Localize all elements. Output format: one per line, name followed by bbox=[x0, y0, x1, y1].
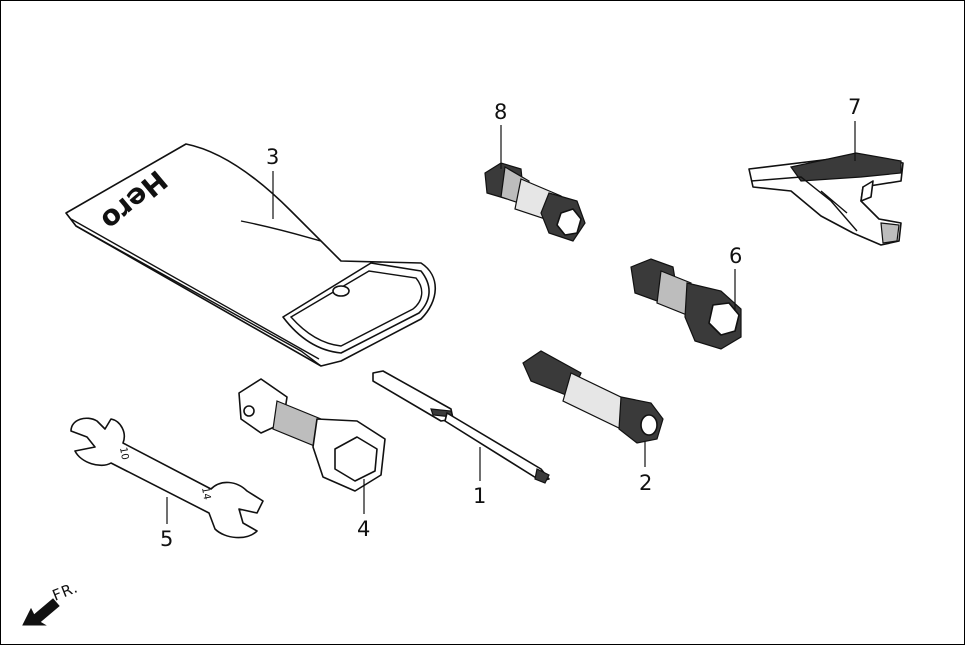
callout-7: 7 bbox=[848, 95, 861, 161]
open-end-wrench-5: 10 14 bbox=[70, 417, 264, 539]
socket-wrench-8 bbox=[484, 162, 586, 242]
callout-label-3: 3 bbox=[266, 145, 279, 169]
callout-5: 5 bbox=[160, 497, 173, 551]
callout-8: 8 bbox=[494, 100, 507, 169]
callout-2: 2 bbox=[639, 441, 652, 495]
callout-4: 4 bbox=[357, 479, 370, 541]
callout-label-4: 4 bbox=[357, 517, 370, 541]
wrench-size-large: 14 bbox=[199, 486, 212, 500]
callout-label-5: 5 bbox=[160, 527, 173, 551]
tool-bag: Hero bbox=[65, 143, 436, 367]
front-direction-indicator: FR. bbox=[22, 578, 81, 626]
callout-label-7: 7 bbox=[848, 95, 861, 119]
callout-label-8: 8 bbox=[494, 100, 507, 124]
callout-3: 3 bbox=[266, 145, 279, 219]
callout-label-2: 2 bbox=[639, 471, 652, 495]
screwdriver-1 bbox=[372, 370, 550, 484]
direction-label: FR. bbox=[50, 578, 81, 605]
handle-2 bbox=[522, 350, 664, 444]
pliers-7 bbox=[748, 152, 904, 246]
callout-label-1: 1 bbox=[473, 484, 486, 508]
callout-label-6: 6 bbox=[729, 244, 742, 268]
callout-1: 1 bbox=[473, 447, 486, 508]
wrench-size-small: 10 bbox=[117, 446, 130, 460]
box-spanner-4 bbox=[238, 378, 386, 492]
socket-wrench-6 bbox=[630, 258, 742, 350]
callout-6: 6 bbox=[729, 244, 742, 311]
arrow-down-left-icon bbox=[22, 598, 60, 626]
